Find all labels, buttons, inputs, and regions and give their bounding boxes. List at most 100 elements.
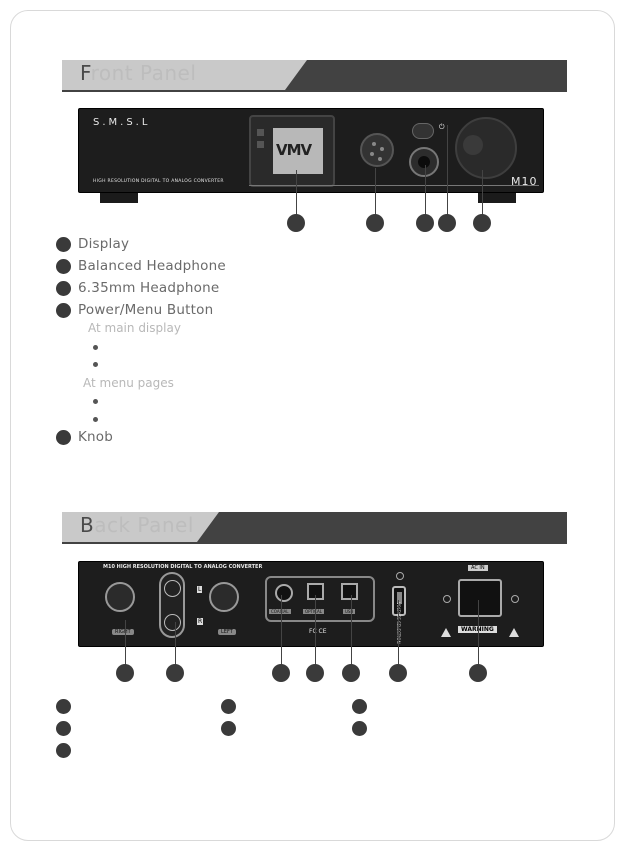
back-callout-3 <box>272 664 290 682</box>
callout-1 <box>287 214 305 232</box>
back-callout-1 <box>116 664 134 682</box>
callout-line <box>375 168 376 216</box>
legend-power-menu-button: Power/Menu Button <box>56 302 213 318</box>
ac-screw <box>511 595 519 603</box>
back-header-text: M10 HIGH RESOLUTION DIGITAL TO ANALOG CO… <box>103 564 263 570</box>
ac-screw <box>443 595 451 603</box>
callout-line <box>315 595 316 666</box>
pin <box>378 157 382 161</box>
back-panel-title: Back Panel <box>80 513 194 537</box>
back-legend-dot <box>221 721 236 736</box>
volume-knob[interactable] <box>455 117 517 179</box>
front-trim-line <box>249 185 539 186</box>
power-icon: ⏻ <box>439 123 445 131</box>
xlr-right-output <box>105 582 135 612</box>
coaxial-label: COAXIAL <box>269 609 291 614</box>
left-label: LEFT <box>218 629 236 635</box>
bullet <box>93 345 98 350</box>
header-underline <box>62 542 567 544</box>
callout-line <box>296 170 297 216</box>
legend-635-headphone: 6.35mm Headphone <box>56 280 219 296</box>
power-menu-button[interactable] <box>412 123 434 139</box>
back-callout-7 <box>469 664 487 682</box>
back-legend-dot <box>56 743 71 758</box>
callout-line <box>281 595 282 666</box>
back-callout-5 <box>342 664 360 682</box>
digital-inputs-frame <box>265 576 375 622</box>
back-legend-dot <box>221 699 236 714</box>
pin <box>370 152 374 156</box>
screen-logo-area: VMV <box>273 128 323 174</box>
right-label: RIGHT <box>112 629 134 635</box>
back-callout-2 <box>166 664 184 682</box>
cert-marks: FC CE <box>309 628 327 635</box>
callout-line <box>125 620 126 666</box>
callout-line <box>175 622 176 666</box>
front-device: S.M.S.L HIGH RESOLUTION DIGITAL TO ANALO… <box>78 108 544 193</box>
bullet <box>93 417 98 422</box>
callout-line <box>447 125 448 216</box>
callout-line <box>398 600 399 666</box>
xlr-left-output <box>209 582 239 612</box>
header-band-dark <box>285 60 567 90</box>
pin <box>380 147 384 151</box>
back-callout-6 <box>389 664 407 682</box>
pin <box>372 142 376 146</box>
front-foot-right <box>478 193 516 203</box>
page-border <box>10 10 615 841</box>
front-panel-title: Front Panel <box>80 61 197 85</box>
legend-dot <box>56 302 71 318</box>
device-subtitle: HIGH RESOLUTION DIGITAL TO ANALOG CONVER… <box>93 179 224 184</box>
legend-label: Power/Menu Button <box>78 302 214 318</box>
back-legend-dot <box>352 721 367 736</box>
legend-balanced-headphone: Balanced Headphone <box>56 258 226 274</box>
legend-dot <box>56 280 71 296</box>
usb-label: USB <box>343 609 356 614</box>
screen-indicator <box>257 129 264 136</box>
knob-indent <box>463 135 483 155</box>
xlr-r-label: R <box>197 618 204 625</box>
optical-label: OPTICAL <box>303 609 324 614</box>
callout-line <box>425 165 426 216</box>
header-band-light <box>62 60 312 90</box>
model-label: M10 <box>511 175 538 188</box>
warning-triangle-left <box>441 628 451 637</box>
callout-5 <box>473 214 491 232</box>
coaxial-input <box>275 584 293 602</box>
usb-input <box>341 583 358 600</box>
display-screen: VMV <box>249 115 335 187</box>
balanced-headphone-jack <box>360 133 394 167</box>
screen-indicator <box>257 141 264 148</box>
front-panel-header: Front Panel <box>62 60 567 92</box>
front-foot-left <box>100 193 138 203</box>
voltage-switch[interactable] <box>392 586 406 616</box>
back-panel-header: Back Panel <box>62 512 567 544</box>
bullet <box>93 362 98 367</box>
callout-line <box>478 600 479 666</box>
header-band-light <box>62 512 224 542</box>
ac-inlet <box>458 579 502 617</box>
ac-in-label: AC IN <box>468 565 488 571</box>
back-callout-4 <box>306 664 324 682</box>
legend-dot <box>56 258 71 274</box>
bullet <box>93 399 98 404</box>
back-legend-dot <box>352 699 367 714</box>
callout-4 <box>438 214 456 232</box>
switch-toggle <box>397 592 402 604</box>
at-main-display-heading: At main display <box>88 321 181 335</box>
legend-label: 6.35mm Headphone <box>78 280 220 296</box>
brand-logo: S.M.S.L <box>93 117 151 128</box>
legend-display: Display <box>56 236 129 252</box>
legend-label: Balanced Headphone <box>78 258 226 274</box>
header-band-dark <box>197 512 567 542</box>
xlr-socket <box>164 614 181 631</box>
callout-line <box>351 595 352 666</box>
back-device: M10 HIGH RESOLUTION DIGITAL TO ANALOG CO… <box>78 561 544 647</box>
legend-label: Display <box>78 236 130 252</box>
at-menu-pages-heading: At menu pages <box>83 376 174 390</box>
legend-dot <box>56 236 71 252</box>
voltage-screw <box>396 572 404 580</box>
screen-logo: VMV <box>276 141 312 159</box>
headphone-635-jack <box>409 147 439 177</box>
warning-label: WARNING <box>458 626 497 633</box>
